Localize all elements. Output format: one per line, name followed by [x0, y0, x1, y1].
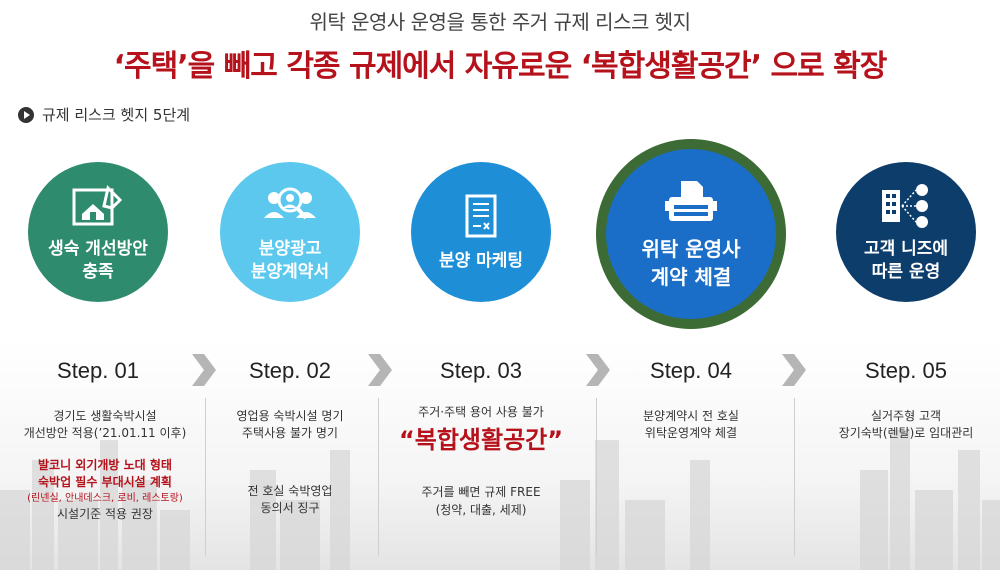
- step-1-desc-line3: 시설기준 적용 권장: [57, 507, 153, 522]
- step-2-circle-line2: 분양계약서: [250, 262, 330, 282]
- section-heading: 규제 리스크 헷지 5단계: [18, 104, 190, 125]
- step-1-desc-red2: 숙박업 필수 부대시설 계획: [38, 475, 172, 490]
- typewriter-icon: [665, 181, 717, 221]
- step-2-desc-line1: 영업용 숙박시설 명기: [236, 409, 344, 423]
- step-3-circle: 분양 마케팅: [411, 162, 551, 302]
- step-5-circle-line1: 고객 니즈에: [863, 239, 949, 260]
- step-3-description: 주거·주택 용어 사용 불가 “복합생활공간” 주거를 빼면 규제 FREE (…: [386, 404, 576, 519]
- step-1-label: Step. 01: [57, 358, 139, 383]
- document-icon: [465, 194, 497, 238]
- section-heading-label: 규제 리스크 헷지 5단계: [42, 106, 191, 124]
- page-subtitle: 위탁 운영사 운영을 통한 주거 규제 리스크 헷지: [309, 10, 691, 34]
- step-5-description: 실거주형 고객 장기숙박(렌탈)로 임대관리: [811, 408, 1000, 443]
- step-4-desc-line1: 분양계약시 전 호실: [643, 409, 739, 423]
- step-5-desc-line2: 장기숙박(렌탈)로 임대관리: [838, 426, 974, 441]
- step-5-desc-line1: 실거주형 고객: [870, 409, 942, 423]
- step-5-label: Step. 05: [865, 358, 947, 383]
- divider: [205, 398, 206, 556]
- step-3-desc-highlight: “복합생활공간”: [398, 426, 564, 455]
- chevron-right-icon: [586, 354, 610, 386]
- divider: [378, 398, 379, 556]
- divider: [794, 398, 795, 556]
- step-1-circle-line1: 생숙 개선방안: [48, 239, 148, 260]
- step-3-label: Step. 03: [440, 358, 522, 383]
- step-1-description: 경기도 생활숙박시설 개선방안 적용(’21.01.11 이후) 발코니 외기개…: [10, 408, 200, 523]
- header: 위탁 운영사 운영을 통한 주거 규제 리스크 헷지 ‘주택’을 빼고 각종 규…: [0, 6, 1000, 85]
- step-4-circle-line1: 위탁 운영사: [641, 237, 741, 261]
- skyline-background: [0, 340, 1000, 570]
- step-3-desc-line2: 주거를 빼면 규제 FREE: [421, 485, 541, 500]
- step-2-desc-line2: 주택사용 불가 명기: [242, 426, 338, 441]
- step-2-desc-line4: 동의서 징구: [260, 501, 320, 516]
- step-4-desc-line2: 위탁운영계약 체결: [644, 426, 738, 441]
- step-1-desc-small: (린넨실, 안내데스크, 로비, 레스토랑): [27, 492, 183, 504]
- step-5-circle-line2: 따른 운영: [871, 262, 941, 282]
- play-circle-icon: [18, 106, 34, 123]
- step-2-description: 영업용 숙박시설 명기 주택사용 불가 명기 전 호실 숙박영업 동의서 징구: [195, 408, 385, 518]
- step-1-desc-line2: 개선방안 적용(’21.01.11 이후): [23, 426, 187, 441]
- building-network-icon: [882, 184, 928, 229]
- step-4-label: Step. 04: [650, 358, 732, 383]
- step-1-desc-line1: 경기도 생활숙박시설: [53, 409, 157, 423]
- people-search-icon: [264, 187, 316, 220]
- step-1-circle-line2: 충족: [82, 262, 114, 282]
- step-2-label: Step. 02: [249, 358, 331, 383]
- step-2-circle-line1: 분양광고: [258, 239, 322, 260]
- divider: [596, 398, 597, 556]
- building-plan-icon: [72, 185, 123, 226]
- city-skyline-illustration: [0, 430, 1000, 570]
- chevron-right-icon: [192, 354, 216, 386]
- step-3-circle-line1: 분양 마케팅: [438, 250, 524, 271]
- chevron-right-icon: [368, 354, 392, 386]
- step-2-desc-line3: 전 호실 숙박영업: [247, 483, 333, 498]
- step-4-circle-line2: 계약 체결: [650, 265, 732, 289]
- step-1-desc-red1: 발코니 외기개방 노대 형태: [38, 457, 172, 472]
- step-3-desc-line3: (청약, 대출, 세제): [435, 502, 527, 517]
- step-4-description: 분양계약시 전 호실 위탁운영계약 체결: [596, 408, 786, 443]
- chevron-right-icon: [782, 354, 806, 386]
- step-1-circle: 생숙 개선방안 충족: [28, 162, 168, 302]
- page-title: ‘주택’을 빼고 각종 규제에서 자유로운 ‘복합생활공간’ 으로 확장: [113, 49, 888, 84]
- step-3-desc-line1: 주거·주택 용어 사용 불가: [418, 405, 544, 419]
- step-5-circle: 고객 니즈에 따른 운영: [836, 162, 976, 302]
- step-4-circle: 위탁 운영사 계약 체결: [606, 149, 776, 319]
- step-2-circle: 분양광고 분양계약서: [220, 162, 360, 302]
